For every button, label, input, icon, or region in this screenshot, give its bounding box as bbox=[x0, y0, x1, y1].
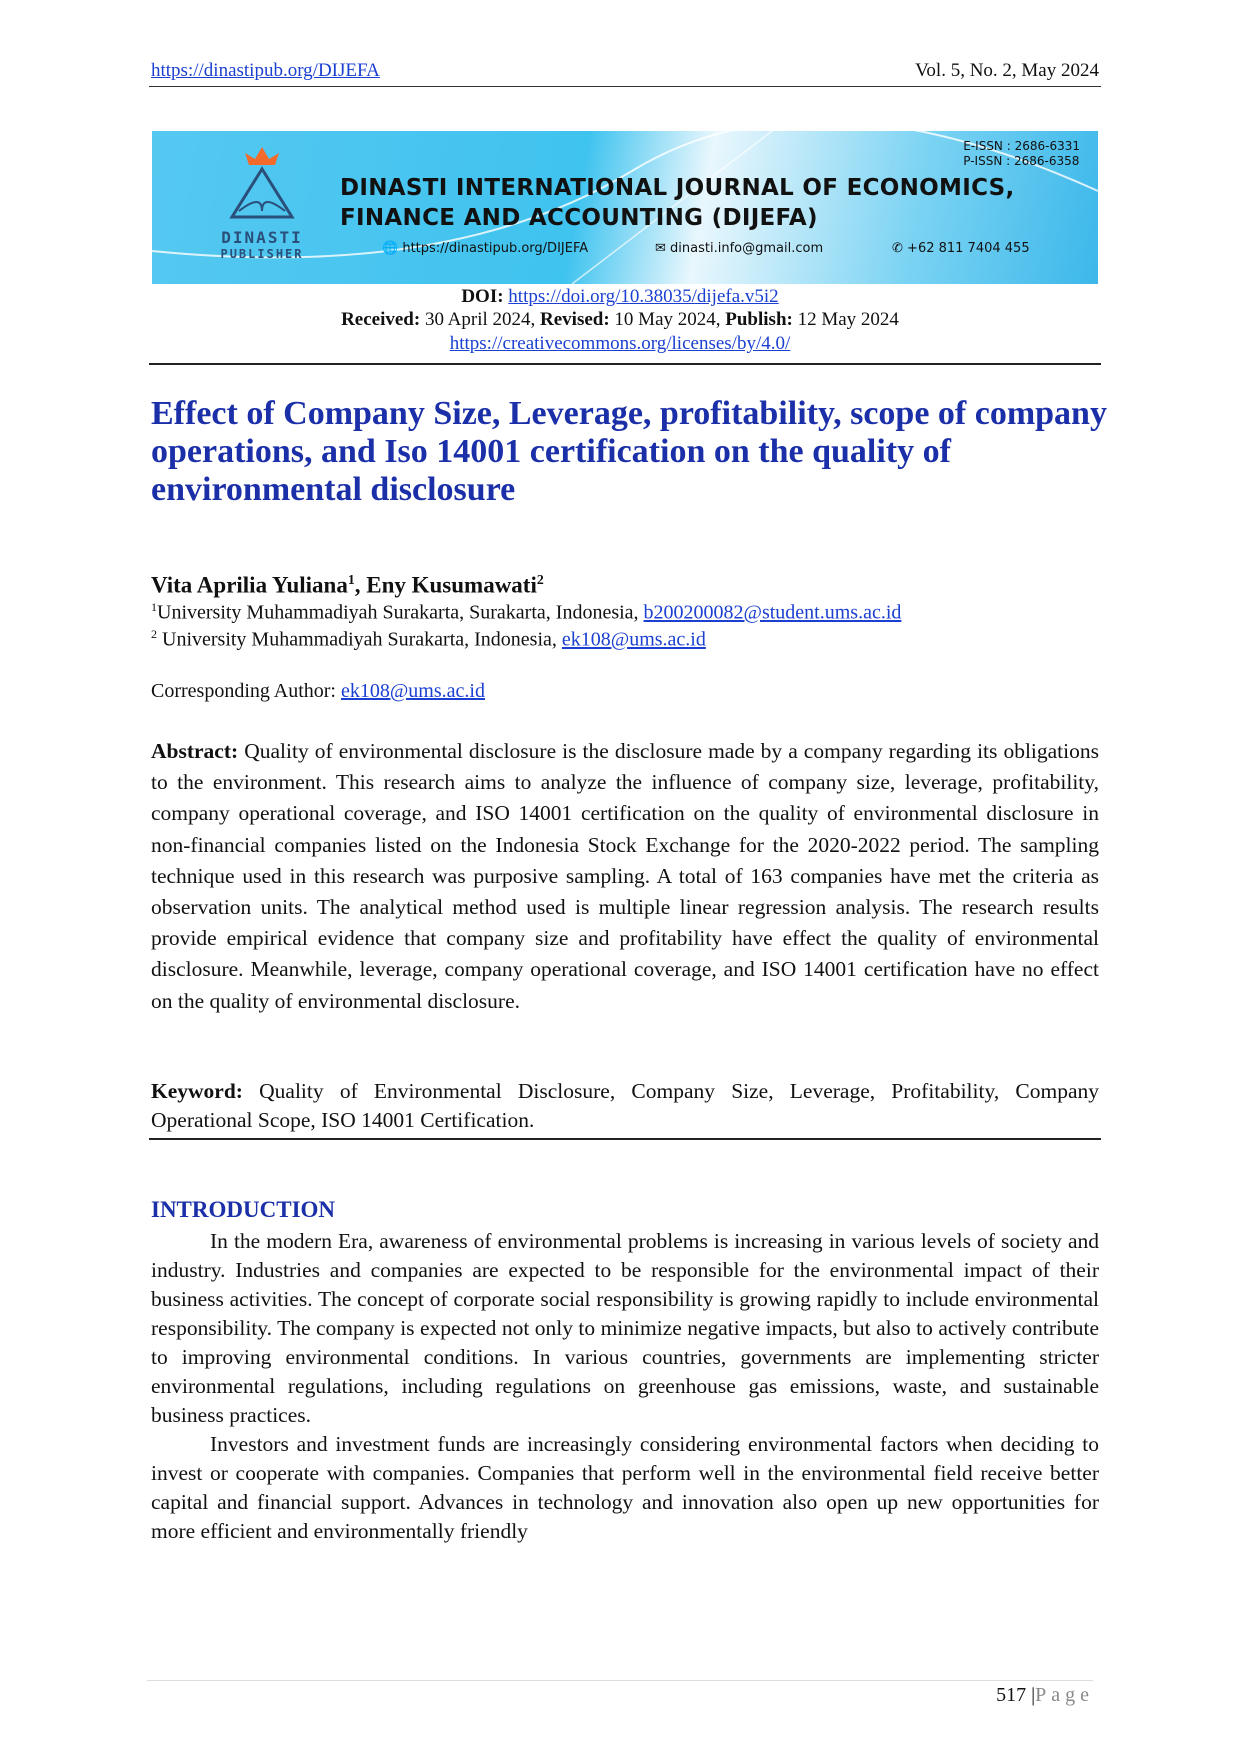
doi-link[interactable]: https://doi.org/10.38035/dijefa.v5i2 bbox=[508, 286, 779, 307]
volume-info: Vol. 5, No. 2, May 2024 bbox=[915, 60, 1099, 81]
author-2-sup: 2 bbox=[536, 572, 544, 587]
meta-rule bbox=[149, 363, 1101, 365]
keywords: Keyword: Quality of Environmental Disclo… bbox=[151, 1077, 1099, 1135]
affiliation-num: 2 bbox=[151, 627, 157, 641]
pissn: P-ISSN : 2686-6358 bbox=[963, 154, 1080, 168]
page-label: Page bbox=[1035, 1684, 1094, 1706]
journal-name: DINASTI INTERNATIONAL JOURNAL OF ECONOMI… bbox=[340, 173, 1015, 233]
paper-title: Effect of Company Size, Leverage, profit… bbox=[151, 395, 1107, 508]
authors: Vita Aprilia Yuliana1, Eny Kusumawati2 bbox=[151, 572, 544, 599]
author-2: Eny Kusumawati bbox=[366, 572, 537, 598]
banner-email-text: dinasti.info@gmail.com bbox=[670, 241, 824, 256]
paragraph: Investors and investment funds are incre… bbox=[151, 1432, 1099, 1543]
dinasti-logo: DINASTI PUBLISHER bbox=[212, 143, 312, 261]
received-label: Received: bbox=[341, 309, 421, 330]
publisher-name: DINASTI bbox=[221, 228, 303, 247]
banner-website: 🌐 https://dinastipub.org/DIJEFA bbox=[382, 241, 588, 256]
page-separator: | bbox=[1031, 1684, 1036, 1706]
license-link[interactable]: https://creativecommons.org/licenses/by/… bbox=[449, 333, 791, 354]
abstract-label: Abstract: bbox=[151, 739, 239, 763]
publish-date: 12 May 2024 bbox=[797, 309, 899, 330]
author-separator: , bbox=[354, 572, 367, 598]
affiliation-text: University Muhammadiyah Surakarta, Indon… bbox=[162, 628, 562, 651]
page-number: 517 bbox=[996, 1684, 1027, 1706]
keyword-text: Quality of Environmental Disclosure, Com… bbox=[151, 1079, 1099, 1132]
doi-line: DOI: https://doi.org/10.38035/dijefa.v5i… bbox=[0, 286, 1240, 308]
journal-name-line2: FINANCE AND ACCOUNTING (DIJEFA) bbox=[340, 205, 818, 231]
revised-label: Revised: bbox=[540, 309, 610, 330]
corresponding-author: Corresponding Author: ek108@ums.ac.id bbox=[151, 680, 485, 703]
corresponding-email-link[interactable]: ek108@ums.ac.id bbox=[341, 680, 485, 702]
affiliation-email-link[interactable]: b200200082@student.ums.ac.id bbox=[643, 601, 902, 624]
eissn: E-ISSN : 2686-6331 bbox=[963, 139, 1080, 153]
introduction-body: In the modern Era, awareness of environm… bbox=[151, 1227, 1099, 1546]
publish-label: Publish: bbox=[725, 309, 793, 330]
affiliation-2: 2 University Muhammadiyah Surakarta, Ind… bbox=[151, 627, 706, 652]
author-1: Vita Aprilia Yuliana bbox=[151, 572, 348, 598]
license-line: https://creativecommons.org/licenses/by/… bbox=[0, 333, 1240, 355]
whatsapp-icon: ✆ bbox=[892, 241, 903, 256]
revised-date: 10 May 2024, bbox=[614, 309, 721, 330]
banner-phone-text: +62 811 7404 455 bbox=[907, 241, 1030, 256]
corresponding-label: Corresponding Author: bbox=[151, 680, 341, 702]
author-1-sup: 1 bbox=[347, 572, 355, 587]
journal-banner: DINASTI PUBLISHER DINASTI INTERNATIONAL … bbox=[152, 131, 1098, 284]
dates-line: Received: 30 April 2024, Revised: 10 May… bbox=[0, 309, 1240, 331]
crown-book-icon bbox=[229, 147, 295, 219]
affiliation-num: 1 bbox=[151, 600, 157, 614]
introduction-heading: INTRODUCTION bbox=[151, 1197, 336, 1222]
publisher-label: PUBLISHER bbox=[220, 247, 304, 261]
abstract: Abstract: Quality of environmental discl… bbox=[151, 736, 1099, 1017]
affiliation-email-link[interactable]: ek108@ums.ac.id bbox=[561, 628, 706, 651]
page-footer: 517 |Page bbox=[996, 1684, 1094, 1707]
received-date: 30 April 2024, bbox=[424, 309, 536, 330]
banner-email: ✉ dinasti.info@gmail.com bbox=[655, 241, 823, 256]
banner-swoosh bbox=[152, 131, 1098, 284]
abstract-text: Quality of environmental disclosure is t… bbox=[151, 739, 1099, 1013]
globe-icon: 🌐 bbox=[382, 241, 399, 256]
header-rule bbox=[149, 86, 1101, 87]
affiliation-1: 1University Muhammadiyah Surakarta, Sura… bbox=[151, 600, 901, 625]
journal-name-line1: DINASTI INTERNATIONAL JOURNAL OF ECONOMI… bbox=[340, 175, 1015, 201]
keyword-label: Keyword: bbox=[151, 1079, 243, 1103]
issn-block: E-ISSN : 2686-6331 P-ISSN : 2686-6358 bbox=[963, 139, 1080, 169]
doi-label: DOI: bbox=[461, 286, 504, 307]
journal-url-link[interactable]: https://dinastipub.org/DIJEFA bbox=[151, 60, 380, 81]
keyword-rule bbox=[149, 1138, 1101, 1140]
mail-icon: ✉ bbox=[655, 241, 666, 256]
footer-rule bbox=[147, 1680, 1093, 1681]
banner-phone: ✆ +62 811 7404 455 bbox=[892, 241, 1030, 256]
paragraph: In the modern Era, awareness of environm… bbox=[151, 1229, 1099, 1427]
banner-website-text: https://dinastipub.org/DIJEFA bbox=[402, 241, 589, 256]
affiliation-text: University Muhammadiyah Surakarta, Surak… bbox=[157, 601, 644, 624]
